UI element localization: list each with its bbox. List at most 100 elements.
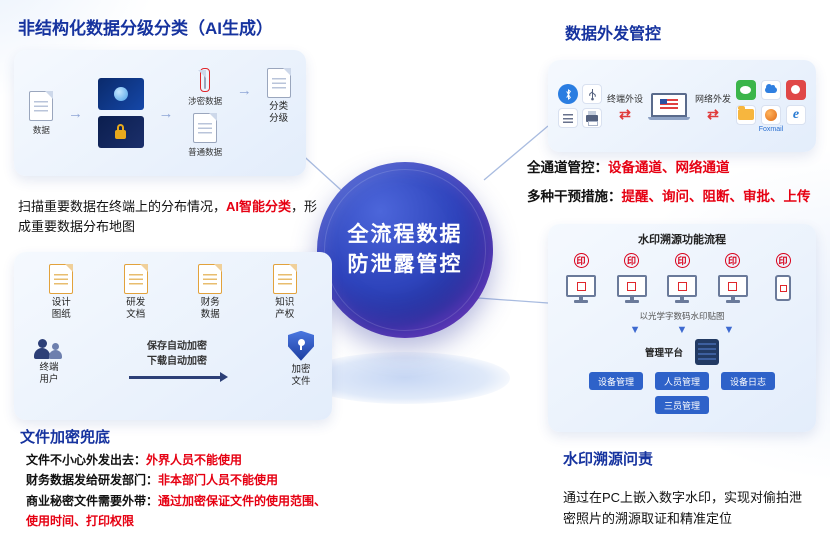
watermark-flow-title: 水印溯源功能流程 [638,234,726,246]
arrow-down-icon: ▼ [676,324,688,336]
channel-control-value: 设备通道、网络通道 [608,160,730,175]
document-icon [266,67,291,98]
watermark-panel: 水印溯源功能流程 印 印 印 印 印 以光学字数码水印贴图 [548,224,816,432]
wechat-icon [735,79,756,100]
screen-watermark [627,281,636,291]
users-icon [32,332,66,360]
doc-type-label: 研发文档 [126,297,146,320]
foxmail-glyph [764,108,777,121]
monitor-icon [667,275,697,297]
watermark-caption: 以光学字数码水印贴图 [639,311,725,321]
monitor-icon [616,275,647,297]
secret-data-item: 涉密数据 [188,68,222,107]
watermark-devices: 印 印 印 印 印 [548,247,816,305]
doc-type-label: 知识产权 [275,297,295,320]
encryption-doc-types: 设计图纸 研发文档 财务数据 知识产权 [24,264,322,321]
device-log-button[interactable]: 设备日志 [721,372,776,390]
printer-icon [582,108,602,128]
doc-type-item: 研发文档 [123,264,148,321]
section-title-encryption: 文件加密兜底 [20,429,111,446]
scan-images [97,78,144,148]
laptop-icon [650,92,687,117]
bluetooth-icon [558,84,578,104]
outbound-panel: 终端外设 ⇄ 网络外发 ⇄ e Foxmail [548,60,816,152]
network-channel-label: 网络外发 [694,93,731,104]
watermark-stamp-icon: 印 [573,253,589,268]
keyboard-icon [558,108,578,128]
usb-glyph [588,88,596,100]
platform-label: 管理平台 [644,348,683,359]
folder-glyph [737,106,754,120]
intervention-value: 提醒、询问、阻断、审批、上传 [621,189,811,204]
document-icon [272,264,297,294]
scan-description: 扫描重要数据在终端上的分布情况，AI智能分类，形成重要数据分布地图 [18,197,320,237]
endpoint-laptop [647,92,690,120]
arrow-right-icon: → [236,81,252,99]
doc-type-label: 设计图纸 [51,297,71,320]
section-title-classification: 非结构化数据分级分类（AI生成） [18,19,273,38]
document-icon [198,264,223,294]
stamped-device: 印 [665,253,699,305]
encryption-panel: 设计图纸 研发文档 财务数据 知识产权 终端用户 [14,252,332,420]
platform-buttons-row2: 三员管理 [548,396,816,414]
ie-glyph: e [792,106,800,122]
rule-value: 通过加密保证文件的使用范围、使用时间、打印权限 [26,493,327,529]
arrow-right-icon: → [158,104,174,122]
section-title-outbound: 数据外发管控 [565,26,662,43]
arrow-right-icon [129,372,228,381]
personnel-management-button[interactable]: 人员管理 [654,372,709,390]
document-icon [193,113,218,143]
device-management-button[interactable]: 设备管理 [588,372,643,390]
keyhole-glyph [297,339,305,351]
sphere-shadow [300,352,510,404]
stamped-device: 印 [615,253,649,305]
watermark-stamp-icon: 印 [624,253,639,268]
screen-watermark [779,284,787,292]
cloud-glyph [764,83,777,93]
doc-type-item: 财务数据 [198,264,223,321]
auto-encrypt-text: 保存自动加密 下载自动加密 [147,339,207,369]
printer-glyph [586,110,598,126]
app-icons-row2: e [735,104,806,125]
download-encrypt-line: 下载自动加密 [147,356,207,368]
network-channel: 网络外发 ⇄ [695,92,731,121]
center-slogan-line2: 防泄露管控 [347,253,463,276]
normal-data-item: 普通数据 [188,113,222,158]
watermark-stamp-icon: 印 [725,253,740,268]
screen-watermark [677,281,687,291]
foxmail-label: Foxmail [758,125,784,133]
channel-control-label: 全通道管控： [527,160,608,175]
rule-label: 商业秘密文件需要外带： [26,493,159,508]
screen-watermark [576,281,586,291]
usb-icon [582,84,602,104]
result-label: 分类分级 [269,100,289,124]
rule-label: 文件不小心外发出去： [26,453,147,467]
monitor-icon [566,275,596,297]
outbound-measures: 全通道管控：设备通道、网络通道 多种干预措施：提醒、询问、阻断、审批、上传 [527,156,811,214]
encryption-rules: 文件不小心外发出去：外界人员不能使用 财务数据发给研发部门：非本部门人员不能使用… [26,450,332,532]
ai-face-icon [113,87,128,101]
app-icons: e Foxmail [735,79,806,133]
chat-bubble-glyph [740,85,752,94]
encrypted-file-item: 加密文件 [288,330,314,388]
center-sphere: 全流程数据 防泄露管控 [317,162,493,338]
connector-line [477,297,549,304]
source-data-item: 数据 [29,90,54,136]
rule-value: 非本部门人员不能使用 [158,473,279,488]
intervention-label: 多种干预措施： [527,189,622,204]
stamped-device: 印 [716,253,750,305]
three-roles-management-button[interactable]: 三员管理 [654,396,709,414]
doc-type-item: 设计图纸 [49,264,74,321]
monitor-icon [717,275,748,297]
end-user-item: 终端用户 [32,332,66,386]
auto-encrypt-arrow: 保存自动加密 下载自动加密 [129,339,228,381]
device-channel: 终端外设 ⇄ [607,92,643,121]
normal-data-label: 普通数据 [188,147,223,157]
stamped-device: 印 [564,253,598,305]
encryption-rule: 财务数据发给研发部门：非本部门人员不能使用 [26,470,332,490]
scan-desc-part2: ，形成重要数据分布地图 [18,199,318,235]
peripheral-icons [558,84,602,128]
laptop-base [647,116,690,120]
trace-description: 通过在PC上嵌入数字水印，实现对偷拍泄密照片的溯源取证和精准定位 [563,490,803,527]
